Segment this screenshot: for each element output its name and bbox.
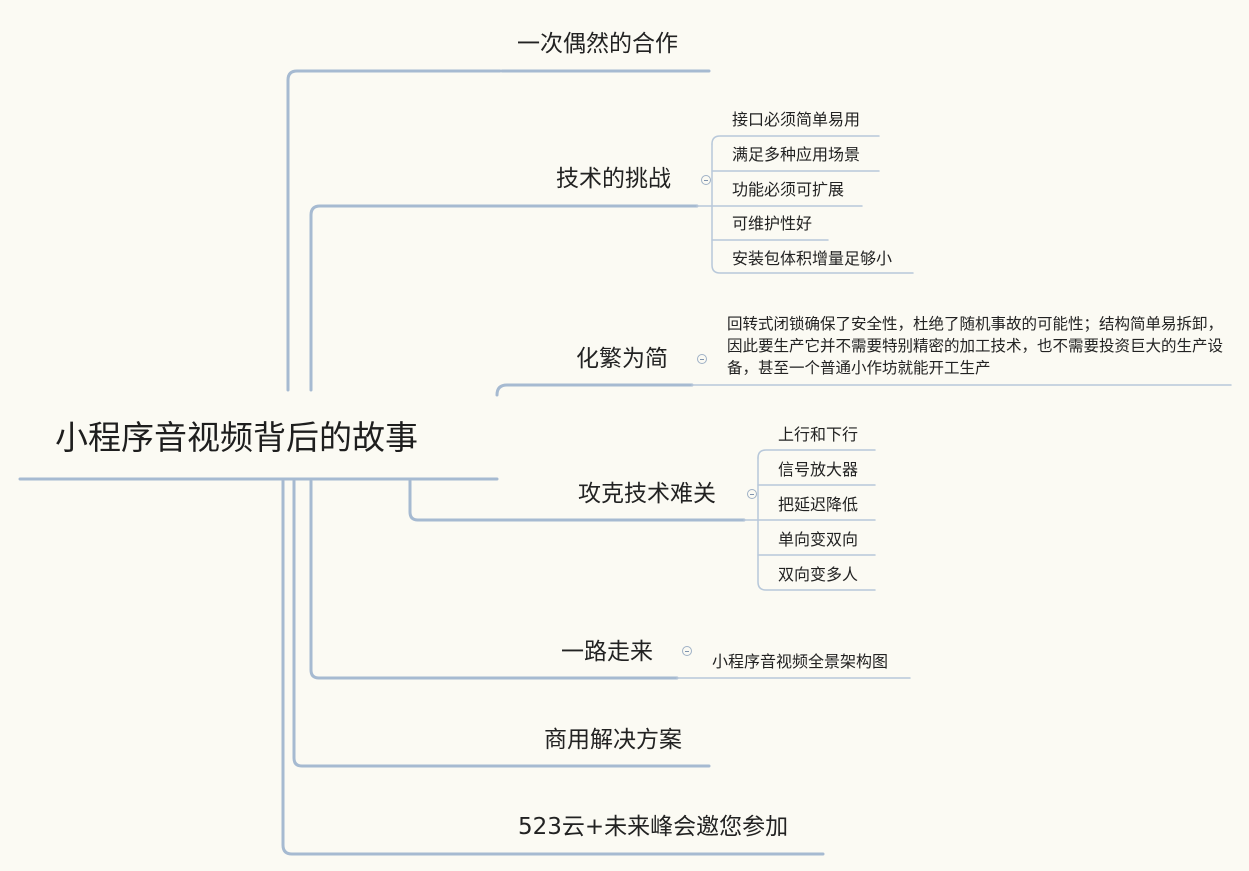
collapse-toggle-icon[interactable] — [682, 646, 692, 656]
connector-topic-7 — [281, 479, 505, 856]
topic-label: 化繁为简 — [576, 346, 668, 372]
topic-label: 523云+未来峰会邀您参加 — [518, 814, 789, 840]
subtopic[interactable]: 单向变双向 — [778, 530, 859, 549]
subtopic[interactable]: 满足多种应用场景 — [732, 145, 861, 164]
topic-simplify[interactable]: 化繁为简 — [576, 348, 668, 371]
topic-overcome-difficulties[interactable]: 攻克技术难关 — [578, 483, 716, 506]
topic-label: 一次偶然的合作 — [517, 31, 678, 57]
topic-accidental-cooperation[interactable]: 一次偶然的合作 — [517, 33, 678, 56]
subtopic[interactable]: 可维护性好 — [732, 214, 813, 233]
topic-label: 技术的挑战 — [556, 166, 671, 192]
subtopic[interactable]: 安装包体积增量足够小 — [732, 249, 893, 268]
connector-topic-5 — [309, 479, 548, 680]
topic-summit-invitation[interactable]: 523云+未来峰会邀您参加 — [518, 816, 788, 839]
connector-topic-6 — [292, 479, 530, 768]
subtopic[interactable]: 功能必须可扩展 — [732, 180, 845, 199]
subtopic[interactable]: 小程序音视频全景架构图 — [712, 652, 889, 671]
collapse-toggle-icon[interactable] — [697, 354, 707, 364]
root-topic-label: 小程序音视频背后的故事 — [55, 418, 418, 457]
topic-label: 攻克技术难关 — [578, 481, 716, 507]
topic-label: 商用解决方案 — [544, 727, 682, 753]
connector-topic-4 — [408, 479, 564, 522]
topic-journey[interactable]: 一路走来 — [561, 641, 653, 664]
collapse-toggle-icon[interactable] — [701, 175, 711, 185]
connector-topic-2 — [309, 204, 542, 392]
subtopic[interactable]: 接口必须简单易用 — [732, 110, 861, 129]
connector-topic-3 — [495, 383, 562, 397]
connector-topic-1 — [286, 69, 502, 392]
topic-commercial-solution[interactable]: 商用解决方案 — [544, 729, 682, 752]
topic-tech-challenges[interactable]: 技术的挑战 — [556, 168, 671, 191]
subtopic[interactable]: 把延迟降低 — [778, 495, 859, 514]
subtopic-paragraph[interactable]: 回转式闭锁确保了安全性，杜绝了随机事故的可能性；结构简单易拆卸，因此要生产它并不… — [727, 315, 1224, 377]
subtopic[interactable]: 双向变多人 — [778, 565, 859, 584]
subtopic[interactable]: 信号放大器 — [778, 460, 859, 479]
subtopic[interactable]: 上行和下行 — [778, 425, 859, 444]
collapse-toggle-icon[interactable] — [747, 489, 757, 499]
topic-label: 一路走来 — [561, 639, 653, 665]
root-topic[interactable]: 小程序音视频背后的故事 — [55, 421, 418, 454]
